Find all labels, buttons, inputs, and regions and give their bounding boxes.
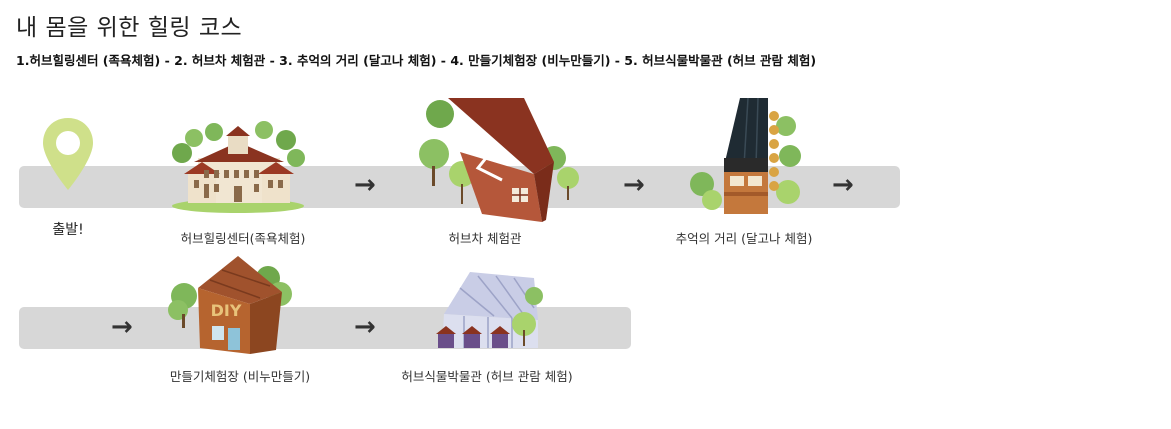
herb-healing-center-building-icon — [168, 118, 308, 213]
herb-tea-house-icon — [416, 96, 582, 224]
svg-text:DIY: DIY — [211, 301, 242, 320]
start-label: 출발! — [52, 219, 83, 239]
arrow-icon: → — [832, 172, 854, 198]
memory-street-booth-icon — [688, 96, 800, 220]
stop-label-4: 만들기체험장 (비누만들기) — [170, 366, 310, 385]
arrow-icon: → — [354, 314, 376, 340]
arrow-icon: → — [354, 172, 376, 198]
course-summary: 1.허브힐링센터 (족욕체험) - 2. 허브차 체험관 - 3. 추억의 거리… — [16, 50, 816, 69]
stop-label-2: 허브차 체험관 — [449, 228, 522, 247]
stop-label-1: 허브힐링센터(족욕체험) — [181, 228, 306, 247]
stop-label-5: 허브식물박물관 (허브 관람 체험) — [401, 366, 572, 385]
diy-workshop-house-icon: DIY — [164, 254, 298, 358]
arrow-icon: → — [111, 314, 133, 340]
stop-label-3: 추억의 거리 (달고나 체험) — [676, 228, 813, 247]
arrow-icon: → — [623, 172, 645, 198]
page-title: 내 몸을 위한 힐링 코스 — [16, 8, 242, 42]
location-pin-icon — [40, 116, 96, 196]
herb-museum-greenhouse-icon — [434, 268, 550, 352]
